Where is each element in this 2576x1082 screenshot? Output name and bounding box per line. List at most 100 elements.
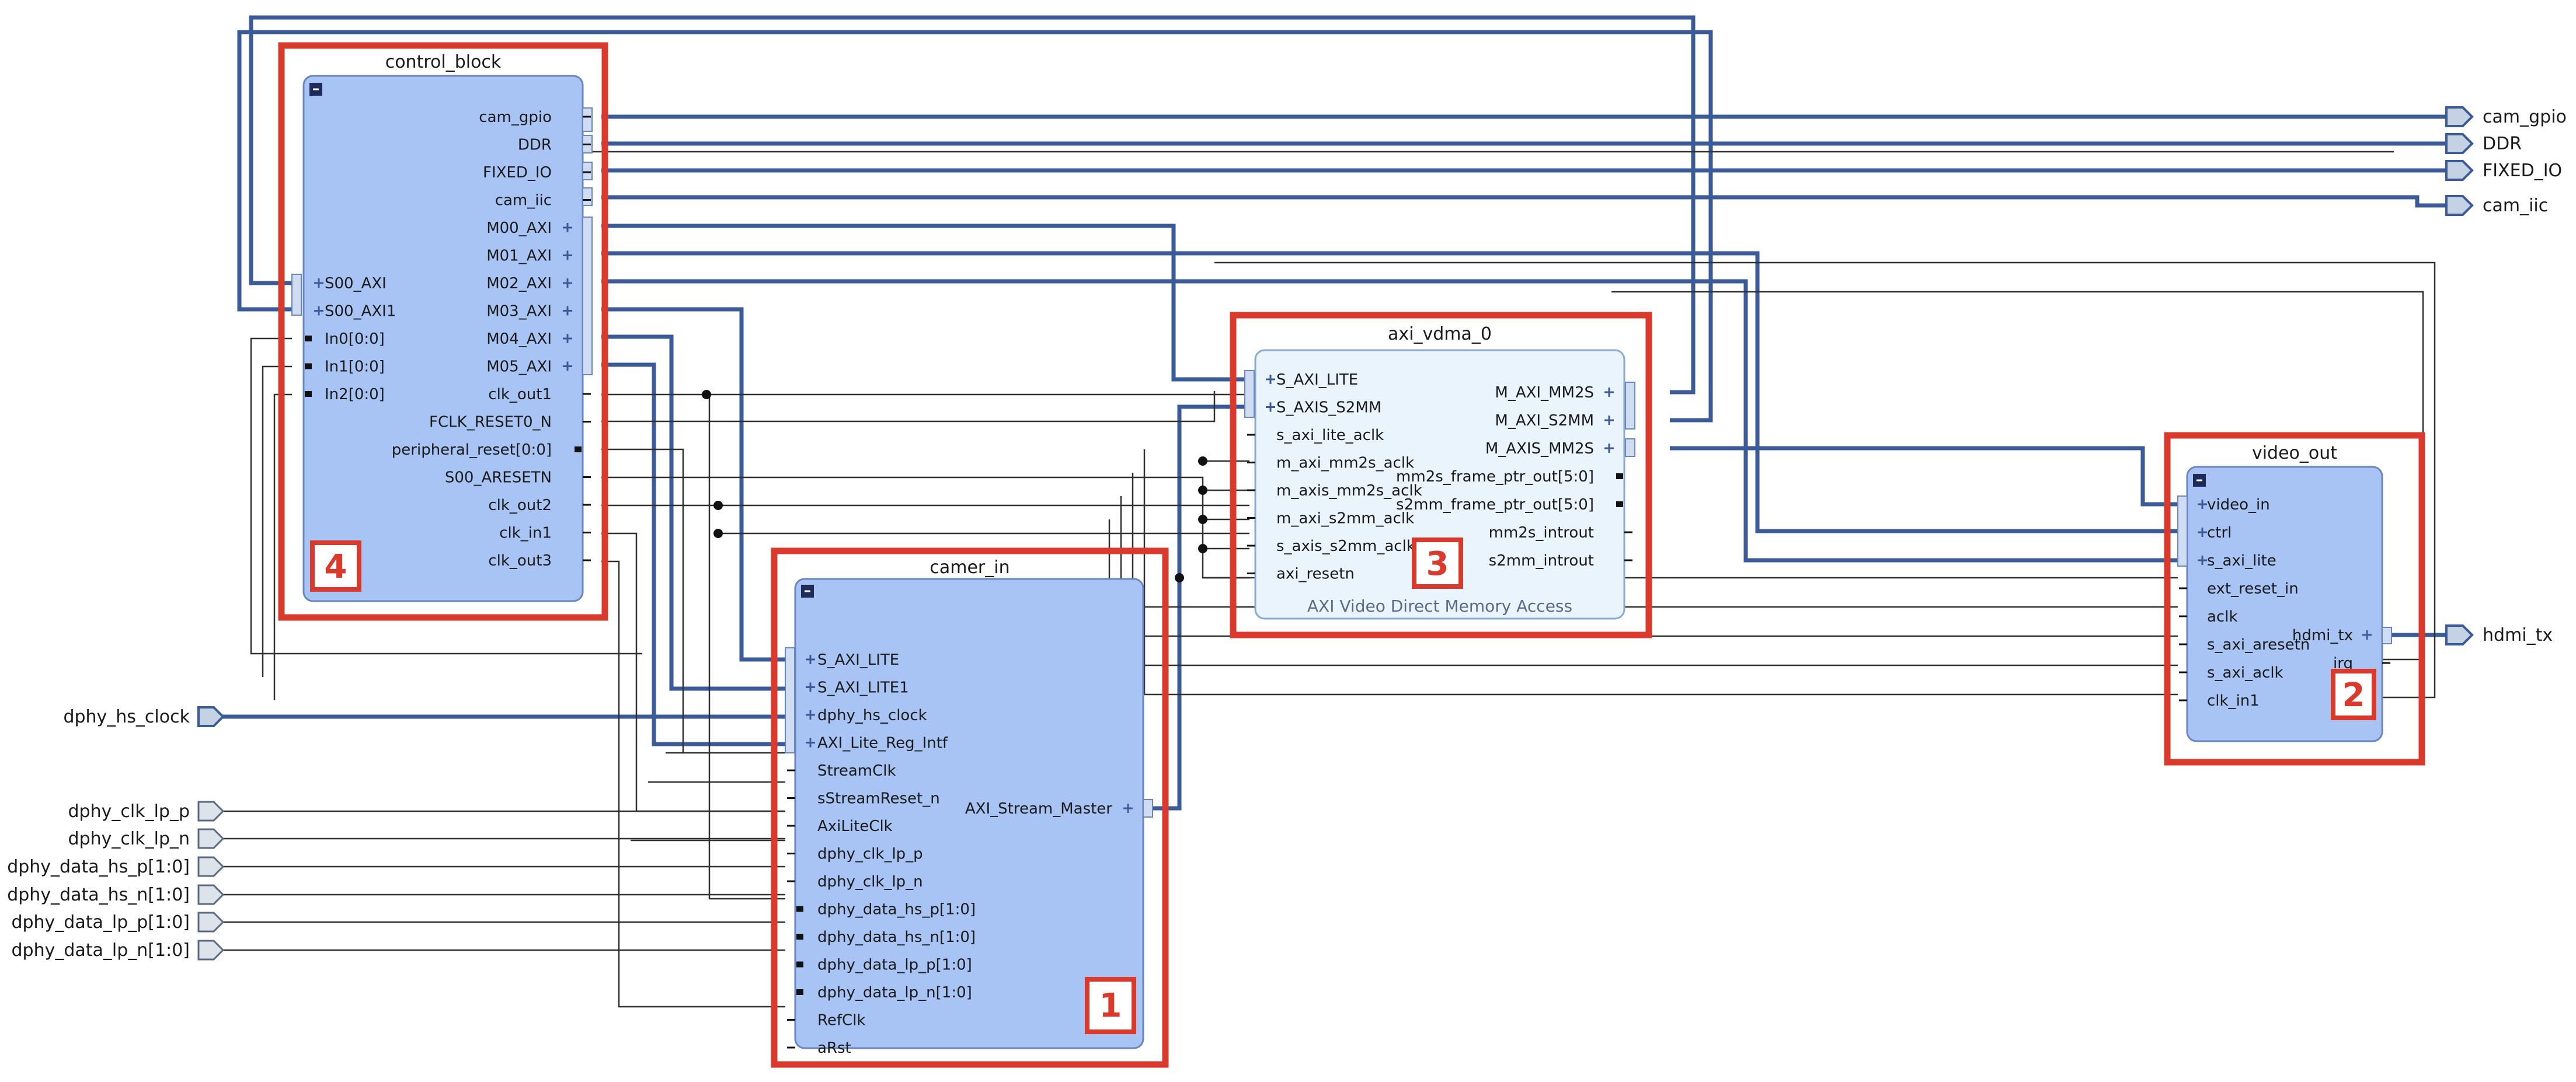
port[interactable]: S00_AXI1 <box>314 303 396 320</box>
port[interactable]: ctrl <box>2198 524 2232 542</box>
port[interactable]: S_AXI_LITE <box>1266 371 1358 389</box>
port[interactable]: dphy_data_lp_p[1:0] <box>796 957 972 974</box>
port[interactable]: M_AXI_S2MM <box>1495 412 1614 430</box>
external-input-port[interactable]: dphy_hs_clock <box>63 706 225 727</box>
bus-connector-icon[interactable] <box>2177 495 2188 567</box>
external-input-port[interactable]: dphy_data_lp_n[1:0] <box>11 940 225 961</box>
port[interactable]: s2mm_frame_ptr_out[5:0] <box>1396 496 1623 514</box>
external-input-port[interactable]: dphy_data_hs_n[1:0] <box>7 884 225 905</box>
camer-in-block[interactable]: camer_in S_AXI_LITES_AXI_LITE1dphy_hs_cl… <box>771 547 1169 1068</box>
bus-connector-icon[interactable] <box>582 107 593 132</box>
vector-pin-icon[interactable] <box>796 906 803 912</box>
port[interactable]: S_AXI_LITE <box>806 651 899 669</box>
port[interactable]: M04_AXI <box>486 330 572 348</box>
port[interactable]: M_AXIS_MM2S <box>1485 440 1614 458</box>
port[interactable]: In0[0:0] <box>305 330 385 348</box>
external-output-port[interactable]: DDR <box>2445 133 2522 154</box>
port[interactable]: clk_in1 <box>2179 692 2260 710</box>
external-input-port[interactable]: dphy_clk_lp_p <box>68 801 225 822</box>
port[interactable]: s_axi_lite_aclk <box>1247 427 1384 444</box>
control-block[interactable]: control_block S00_AXIS00_AXI1In0[0:0]In1… <box>278 42 608 621</box>
output-port-icon[interactable] <box>2445 106 2474 127</box>
port[interactable]: RefClk <box>787 1012 865 1029</box>
axi-vdma-body[interactable] <box>1254 349 1625 620</box>
port[interactable]: FIXED_IO <box>483 164 591 182</box>
port[interactable]: m_axi_s2mm_aclk <box>1247 510 1414 528</box>
input-port-icon[interactable] <box>197 828 225 849</box>
port[interactable]: dphy_data_hs_n[1:0] <box>796 929 976 946</box>
vector-pin-icon[interactable] <box>1616 501 1623 507</box>
port[interactable]: S00_ARESETN <box>445 469 591 487</box>
port[interactable]: peripheral_reset[0:0] <box>392 441 582 459</box>
port[interactable]: s_axis_s2mm_aclk <box>1247 537 1415 555</box>
bus-connector-icon[interactable] <box>2382 627 2392 644</box>
port[interactable]: In1[0:0] <box>305 358 385 376</box>
port[interactable]: M03_AXI <box>486 303 572 320</box>
external-output-port[interactable]: FIXED_IO <box>2445 160 2562 181</box>
external-output-port[interactable]: cam_gpio <box>2445 106 2567 127</box>
port[interactable]: S_AXIS_S2MM <box>1266 399 1381 417</box>
vector-pin-icon[interactable] <box>796 989 803 995</box>
vector-pin-icon[interactable] <box>796 934 803 940</box>
port[interactable]: hdmi_tx <box>2292 627 2372 644</box>
vector-pin-icon[interactable] <box>305 363 312 369</box>
output-port-icon[interactable] <box>2445 624 2474 645</box>
port[interactable]: m_axis_mm2s_aclk <box>1247 482 1422 500</box>
port[interactable]: M01_AXI <box>486 247 572 265</box>
external-input-port[interactable]: dphy_data_lp_p[1:0] <box>11 912 225 933</box>
port[interactable]: M00_AXI <box>486 219 572 237</box>
port[interactable]: dphy_data_hs_p[1:0] <box>796 901 976 919</box>
port[interactable]: cam_gpio <box>479 109 591 126</box>
port[interactable]: aRst <box>787 1039 851 1057</box>
bus-connector-icon[interactable] <box>1143 799 1153 818</box>
external-output-port[interactable]: cam_iic <box>2445 195 2548 216</box>
port[interactable]: s_axi_lite <box>2198 552 2276 570</box>
port[interactable]: DDR <box>518 137 591 154</box>
port[interactable]: FCLK_RESET0_N <box>429 414 591 431</box>
port[interactable]: AXI_Stream_Master <box>965 800 1133 818</box>
port[interactable]: M05_AXI <box>486 358 572 376</box>
port[interactable]: StreamClk <box>787 762 896 780</box>
external-input-port[interactable]: dphy_data_hs_p[1:0] <box>7 856 225 877</box>
port[interactable]: sStreamReset_n <box>787 790 940 808</box>
output-port-icon[interactable] <box>2445 133 2474 154</box>
port[interactable]: ext_reset_in <box>2179 580 2299 598</box>
port[interactable]: M02_AXI <box>486 275 572 292</box>
vector-pin-icon[interactable] <box>1616 473 1623 479</box>
input-port-icon[interactable] <box>197 706 225 727</box>
port[interactable]: clk_out1 <box>488 386 591 403</box>
bus-connector-icon[interactable] <box>582 162 593 180</box>
port[interactable]: m_axi_mm2s_aclk <box>1247 455 1414 472</box>
port[interactable]: mm2s_frame_ptr_out[5:0] <box>1396 468 1623 486</box>
output-port-icon[interactable] <box>2445 160 2474 181</box>
port[interactable]: dphy_hs_clock <box>806 707 927 724</box>
port[interactable]: s_axi_aclk <box>2179 664 2283 682</box>
external-input-port[interactable]: dphy_clk_lp_n <box>68 828 225 849</box>
port[interactable]: dphy_clk_lp_n <box>787 873 923 891</box>
port[interactable]: s2mm_introut <box>1489 552 1632 570</box>
port[interactable]: mm2s_introut <box>1489 524 1632 542</box>
port[interactable]: clk_in1 <box>499 525 591 542</box>
vector-pin-icon[interactable] <box>305 336 312 341</box>
port[interactable]: cam_iic <box>495 192 591 210</box>
bus-connector-icon[interactable] <box>1625 438 1635 457</box>
bus-connector-icon[interactable] <box>582 187 593 206</box>
port[interactable]: dphy_data_lp_n[1:0] <box>796 984 972 1001</box>
input-port-icon[interactable] <box>197 856 225 877</box>
port[interactable]: In2[0:0] <box>305 386 385 403</box>
vector-pin-icon[interactable] <box>575 446 582 452</box>
port[interactable]: AxiLiteClk <box>787 818 893 835</box>
bus-connector-icon[interactable] <box>582 217 593 375</box>
video-out-block[interactable]: video_out video_inctrls_axi_liteext_rese… <box>2164 432 2425 766</box>
bus-connector-icon[interactable] <box>1625 382 1635 430</box>
input-port-icon[interactable] <box>197 884 225 905</box>
vector-pin-icon[interactable] <box>305 391 312 397</box>
external-output-port[interactable]: hdmi_tx <box>2445 624 2553 645</box>
port[interactable]: dphy_clk_lp_p <box>787 846 923 863</box>
axi-vdma-block[interactable]: axi_vdma_0 S_AXI_LITES_AXIS_S2MMs_axi_li… <box>1230 312 1652 638</box>
port[interactable]: AXI_Lite_Reg_Intf <box>806 735 948 752</box>
bus-connector-icon[interactable] <box>1244 370 1255 418</box>
output-port-icon[interactable] <box>2445 195 2474 216</box>
vector-pin-icon[interactable] <box>796 961 803 968</box>
bus-connector-icon[interactable] <box>785 647 795 753</box>
